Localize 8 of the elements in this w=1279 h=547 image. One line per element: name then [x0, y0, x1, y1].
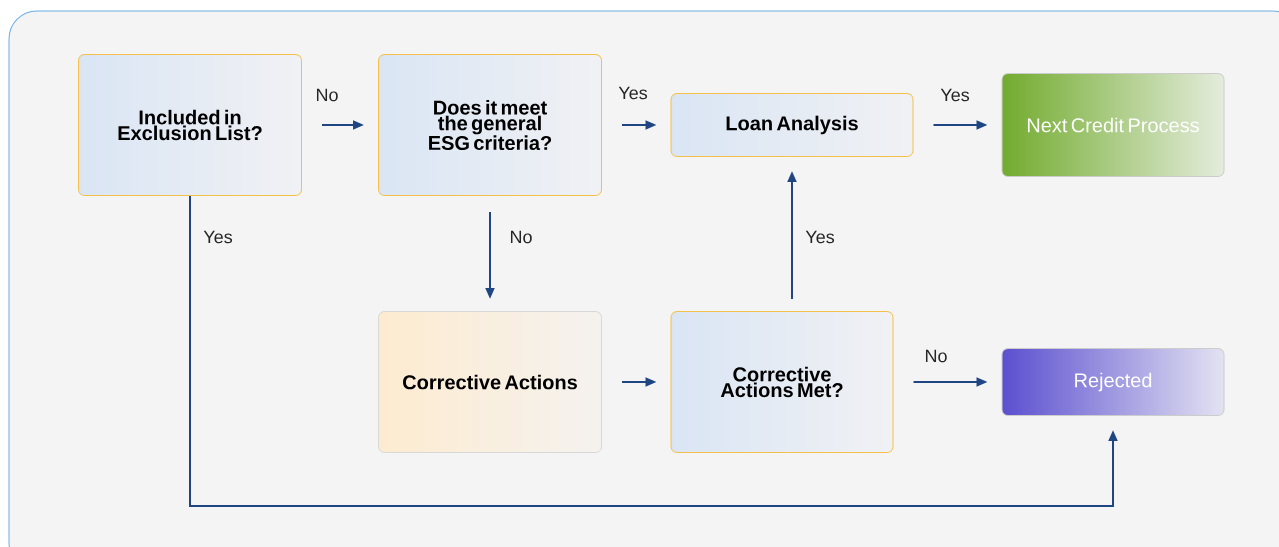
arrow — [189, 195, 1118, 507]
process-box: Included in Exclusion List? — [78, 54, 302, 196]
outcome-box: Rejected — [1001, 348, 1225, 416]
process-box: Corrective Actions Met? — [670, 311, 894, 453]
process-box: Corrective Actions — [378, 311, 602, 453]
process-box: Loan Analysis — [670, 93, 914, 157]
process-box: Does it meet the general ESG criteria? — [378, 54, 602, 196]
outcome-box: Next Credit Process — [1001, 73, 1225, 177]
